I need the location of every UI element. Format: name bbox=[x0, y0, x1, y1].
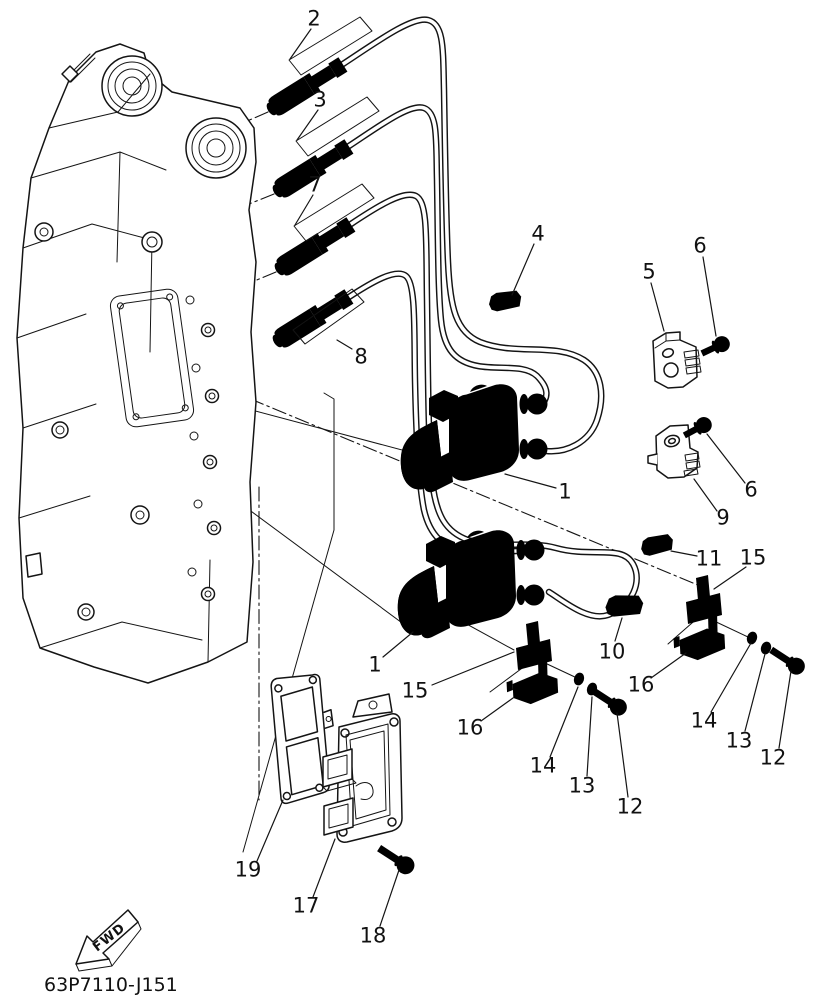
callout-leader-6 bbox=[702, 256, 717, 337]
fwd-arrow-label: FWD bbox=[90, 921, 128, 956]
callout-leader-14 bbox=[549, 686, 579, 758]
spark-plug-cap-7 bbox=[270, 215, 357, 280]
engine-bolt-holes bbox=[34, 222, 222, 621]
ignition-coil-upper bbox=[400, 384, 548, 493]
engine-top-bolt bbox=[61, 53, 96, 83]
callout-label-14: 14 bbox=[691, 708, 718, 732]
construction-lines bbox=[185, 111, 749, 853]
callout-label-13: 13 bbox=[726, 728, 753, 752]
callout-label-18: 18 bbox=[360, 923, 387, 947]
callout-leader-15 bbox=[431, 651, 515, 686]
intake-port-rings bbox=[101, 55, 247, 179]
callout-label-17: 17 bbox=[293, 893, 320, 917]
bracket-5 bbox=[652, 331, 702, 389]
spark-plug-cap-2 bbox=[262, 55, 349, 120]
callout-label-4: 4 bbox=[531, 221, 544, 245]
ignition-coil-lower bbox=[397, 530, 545, 639]
callout-leader-13 bbox=[744, 653, 766, 732]
ecu-unit-17 bbox=[322, 693, 403, 843]
callout-label-8: 8 bbox=[354, 344, 367, 368]
wire-clamp-10 bbox=[604, 591, 645, 619]
callout-leader-9 bbox=[693, 478, 718, 512]
fwd-arrow: FWD bbox=[75, 909, 142, 972]
callout-label-6: 6 bbox=[693, 233, 706, 257]
callout-leader-14 bbox=[710, 642, 752, 713]
callout-leader-15 bbox=[713, 566, 747, 590]
spark-plug-wires bbox=[339, 16, 640, 620]
bolt-12-left bbox=[588, 683, 631, 719]
callout-label-19: 19 bbox=[235, 857, 262, 881]
callout-label-15: 15 bbox=[402, 678, 429, 702]
callout-leader-16 bbox=[480, 697, 514, 722]
bracket-9 bbox=[647, 424, 701, 479]
callout-label-14: 14 bbox=[530, 753, 557, 777]
callout-label-10: 10 bbox=[599, 639, 626, 663]
callout-label-6: 6 bbox=[744, 477, 757, 501]
callout-label-9: 9 bbox=[716, 505, 729, 529]
callout-leader-12 bbox=[616, 712, 629, 798]
bolt-18 bbox=[374, 840, 418, 878]
callout-leader-4 bbox=[511, 243, 535, 296]
callout-label-15: 15 bbox=[740, 545, 767, 569]
screw-6-upper bbox=[698, 333, 733, 361]
holder-16-left bbox=[506, 671, 559, 706]
callout-leader-16 bbox=[650, 652, 687, 679]
callout-label-13: 13 bbox=[569, 773, 596, 797]
callout-leader-17 bbox=[312, 838, 336, 898]
bolt-12-right bbox=[766, 642, 809, 678]
callout-leader-12 bbox=[778, 670, 792, 749]
callout-leader-6 bbox=[706, 433, 746, 484]
callout-leader-3 bbox=[296, 109, 319, 141]
callout-leader-5 bbox=[650, 282, 665, 332]
callout-label-1: 1 bbox=[558, 479, 571, 503]
part-code-label: 63P7110-J151 bbox=[44, 974, 178, 996]
callout-leader-8 bbox=[336, 339, 353, 350]
callout-leader-19 bbox=[256, 799, 284, 862]
wire-clamp-11 bbox=[638, 530, 676, 559]
wire-clamp-4 bbox=[486, 286, 524, 314]
callout-label-3: 3 bbox=[313, 87, 326, 111]
callout-leader-1 bbox=[382, 631, 414, 658]
callout-leader-18 bbox=[379, 869, 400, 927]
callout-leader-7 bbox=[294, 194, 314, 226]
side-cover-plate bbox=[109, 288, 195, 428]
callout-label-11: 11 bbox=[696, 546, 723, 570]
callout-label-7: 7 bbox=[308, 172, 321, 196]
callout-range-brackets bbox=[288, 16, 380, 345]
callout-leader-10 bbox=[614, 617, 623, 642]
callout-label-2: 2 bbox=[307, 6, 320, 30]
callout-label-16: 16 bbox=[628, 672, 655, 696]
callout-leader-11 bbox=[670, 550, 698, 557]
callout-label-16: 16 bbox=[457, 715, 484, 739]
washer-14-left bbox=[572, 671, 586, 687]
callout-leader-13 bbox=[586, 696, 593, 777]
engine-block bbox=[16, 43, 257, 684]
washer-14-right bbox=[745, 630, 759, 646]
callout-label-1: 1 bbox=[368, 652, 381, 676]
callout-label-12: 12 bbox=[760, 745, 787, 769]
callout-leader-1 bbox=[504, 473, 557, 489]
gasket-19 bbox=[270, 673, 334, 805]
callout-label-12: 12 bbox=[617, 794, 644, 818]
callout-label-5: 5 bbox=[642, 259, 655, 283]
callout-leader-2 bbox=[289, 28, 312, 60]
